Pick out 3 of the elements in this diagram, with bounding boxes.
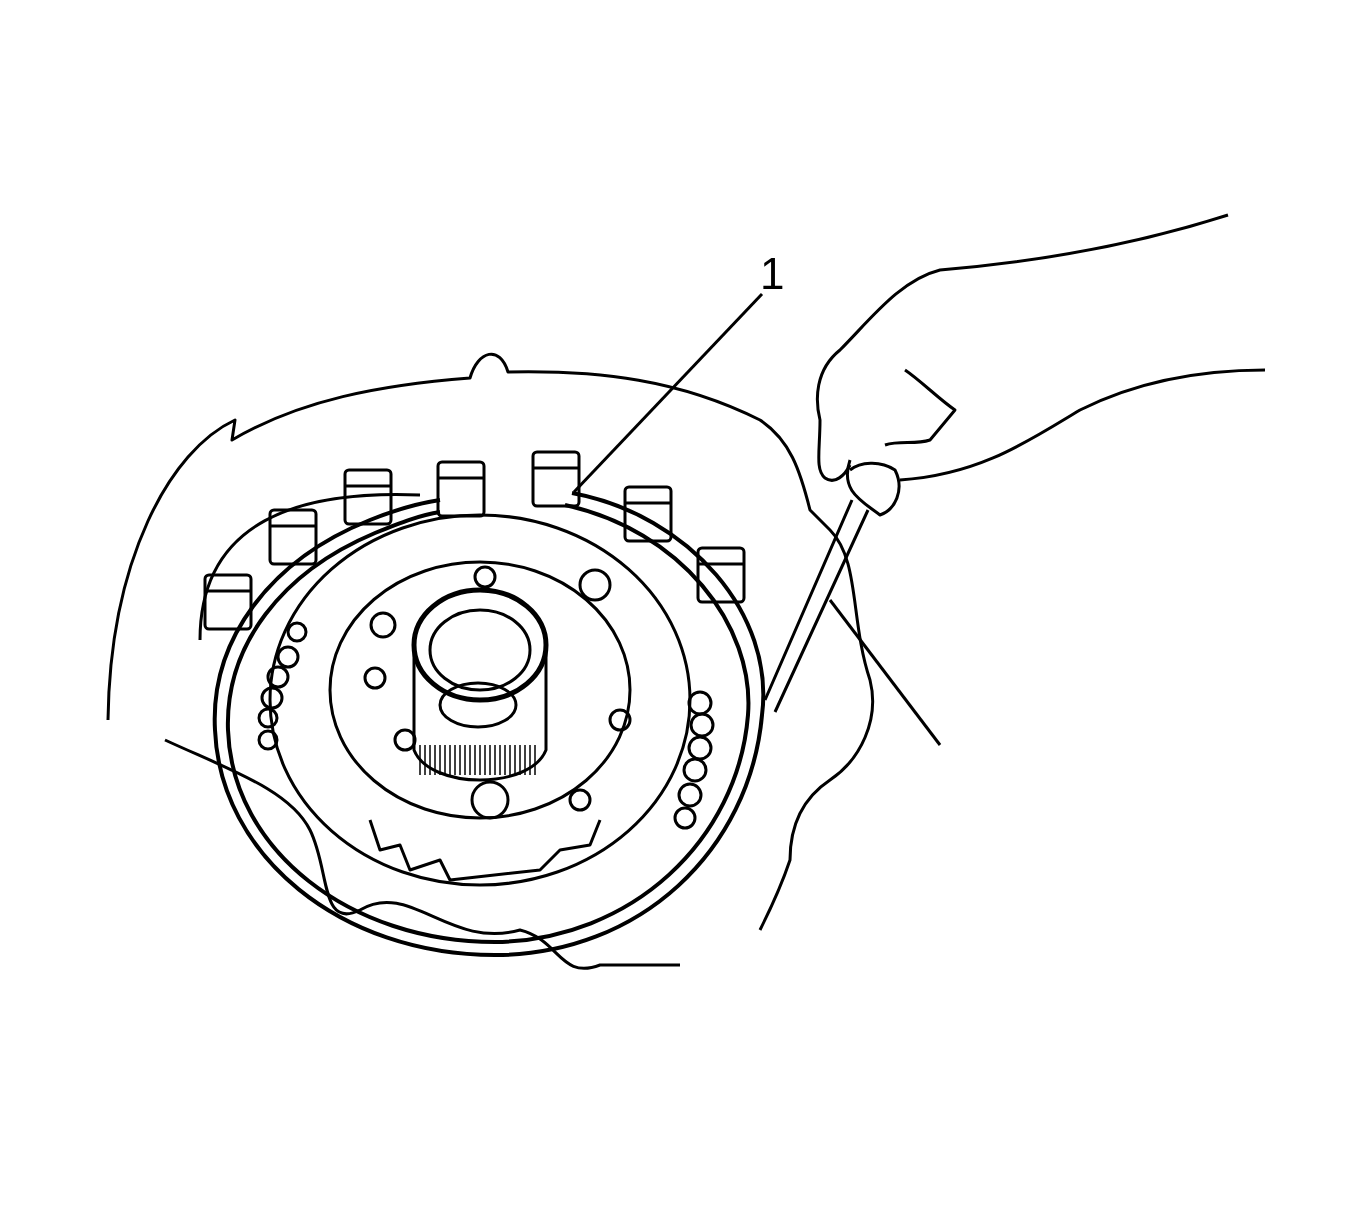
snap-ring (213, 491, 766, 957)
callout-number: 1 (760, 252, 785, 296)
leader-line (572, 292, 764, 494)
